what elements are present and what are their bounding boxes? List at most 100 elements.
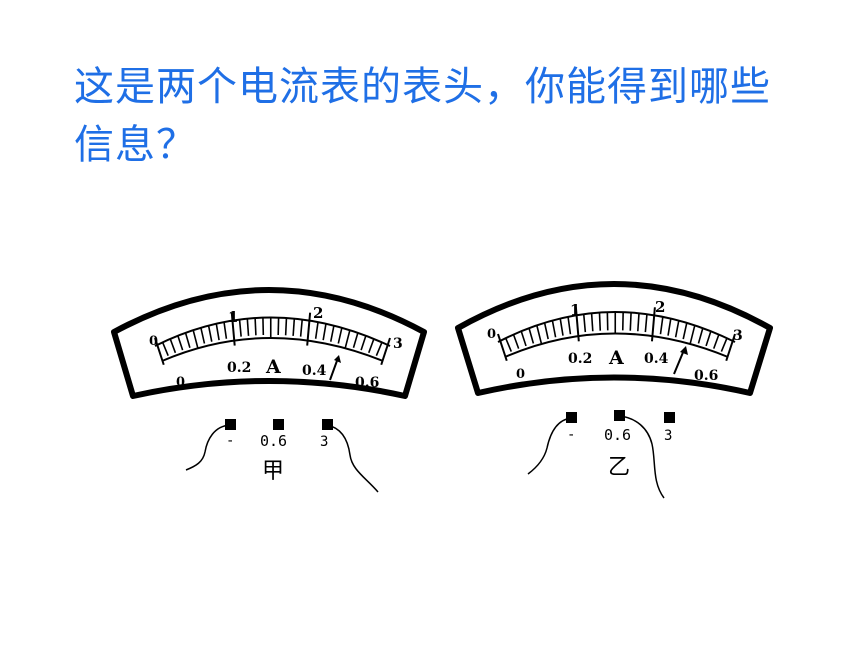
- yi-tick: [574, 307, 580, 342]
- yi-terminal-06: [614, 410, 625, 421]
- jia-tick: [375, 342, 383, 356]
- jia-lower-2: 0.4: [302, 363, 327, 379]
- jia-tick: [215, 323, 220, 341]
- meter-yi-face: [455, 281, 773, 396]
- jia-terminal-neg: [225, 419, 236, 430]
- jia-tick: [284, 317, 288, 336]
- yi-unit: A: [608, 347, 624, 369]
- jia-tick: [344, 329, 351, 349]
- yi-terminal-label-3: 3: [664, 428, 672, 444]
- yi-tick: [712, 334, 720, 349]
- yi-upper-0: 0: [487, 327, 496, 342]
- yi-terminal-3: [664, 412, 675, 423]
- jia-tick: [192, 329, 199, 349]
- ammeter-yi: 0 1 2 3 0 0.2 0.4 0.6 A - 0.6 3 乙: [455, 281, 773, 499]
- yi-tick: [629, 312, 632, 331]
- meter-jia-ticks: [154, 312, 391, 366]
- jia-upper-2: 2: [313, 304, 323, 322]
- jia-tick: [337, 327, 343, 344]
- jia-lower-1: 0.2: [227, 360, 251, 376]
- jia-tick: [329, 325, 335, 342]
- jia-tick: [223, 321, 228, 339]
- jia-tick: [238, 319, 242, 337]
- jia-tick: [154, 337, 165, 366]
- jia-unit: A: [265, 356, 281, 378]
- yi-pointer-head: [680, 346, 688, 355]
- yi-tick: [559, 318, 564, 336]
- jia-tick: [292, 318, 296, 336]
- jia-lower-0: 0: [176, 375, 185, 390]
- jia-tick: [230, 312, 236, 346]
- yi-terminal-label-neg: -: [567, 427, 575, 443]
- jia-terminal-label-3: 3: [320, 434, 328, 450]
- jia-tick: [367, 338, 375, 354]
- jia-terminal-06: [273, 419, 284, 430]
- yi-tick: [682, 322, 688, 340]
- yi-tick: [650, 307, 656, 342]
- jia-lower-3: 0.6: [355, 375, 379, 391]
- jia-tick: [207, 325, 213, 342]
- yi-tick: [705, 330, 712, 347]
- meter-jia-face: [111, 287, 427, 399]
- yi-tick: [504, 337, 513, 352]
- jia-wire-3: [326, 424, 379, 493]
- yi-terminal-neg: [566, 412, 577, 423]
- yi-tick: [512, 334, 520, 349]
- yi-tick: [659, 316, 664, 335]
- yi-tick: [644, 314, 648, 333]
- yi-wire-neg: [527, 417, 572, 475]
- yi-wire-06: [619, 415, 665, 499]
- jia-tick: [169, 338, 177, 354]
- yi-tick: [590, 313, 594, 332]
- yi-upper-1: 1: [570, 301, 580, 319]
- jia-tick: [161, 342, 169, 356]
- yi-tick: [497, 333, 508, 362]
- yi-tick: [536, 325, 543, 345]
- jia-tick: [352, 332, 359, 348]
- jia-upper-0: 0: [149, 334, 158, 349]
- yi-name: 乙: [608, 455, 630, 480]
- yi-tick: [674, 320, 680, 338]
- jia-tick: [380, 337, 391, 366]
- jia-upper-1: 1: [228, 308, 238, 326]
- yi-tick: [637, 313, 640, 332]
- yi-tick: [567, 316, 572, 335]
- jia-pointer-head: [334, 355, 341, 363]
- jia-tick: [177, 335, 184, 351]
- ammeter-jia: 0 1 2 3 0 0.2 0.4 0.6 A - 0.6 3 甲: [111, 287, 427, 493]
- yi-lower-1: 0.2: [568, 351, 592, 367]
- yi-upper-3: 3: [733, 328, 743, 344]
- yi-tick: [528, 327, 535, 344]
- yi-tick: [725, 333, 736, 362]
- jia-tick: [200, 327, 206, 344]
- yi-tick: [720, 337, 728, 352]
- yi-lower-0: 0: [516, 367, 525, 382]
- yi-lower-2: 0.4: [644, 351, 669, 367]
- jia-tick: [246, 318, 250, 336]
- jia-tick: [306, 312, 312, 346]
- jia-terminal-label-neg: -: [226, 433, 234, 449]
- meter-yi-ticks: [497, 307, 736, 362]
- jia-tick: [299, 319, 304, 337]
- jia-tick: [360, 335, 367, 351]
- jia-tick: [184, 332, 191, 348]
- jia-tick: [314, 321, 319, 339]
- yi-tick: [697, 327, 704, 344]
- jia-pointer: [329, 357, 339, 381]
- yi-tick: [551, 320, 557, 338]
- yi-terminal-label-06: 0.6: [604, 426, 631, 444]
- yi-tick: [598, 312, 602, 331]
- jia-name: 甲: [262, 459, 284, 484]
- yi-upper-2: 2: [655, 298, 665, 316]
- jia-tick: [254, 317, 257, 336]
- jia-terminal-label-06: 0.6: [260, 432, 287, 450]
- yi-tick: [543, 322, 549, 340]
- yi-tick: [689, 325, 696, 345]
- jia-tick: [322, 323, 327, 341]
- yi-tick: [582, 314, 587, 333]
- question-text: 这是两个电流表的表头，你能得到哪些信息？: [74, 64, 771, 168]
- jia-wire-neg: [185, 424, 231, 471]
- jia-upper-3: 3: [393, 336, 403, 352]
- yi-pointer: [673, 349, 685, 375]
